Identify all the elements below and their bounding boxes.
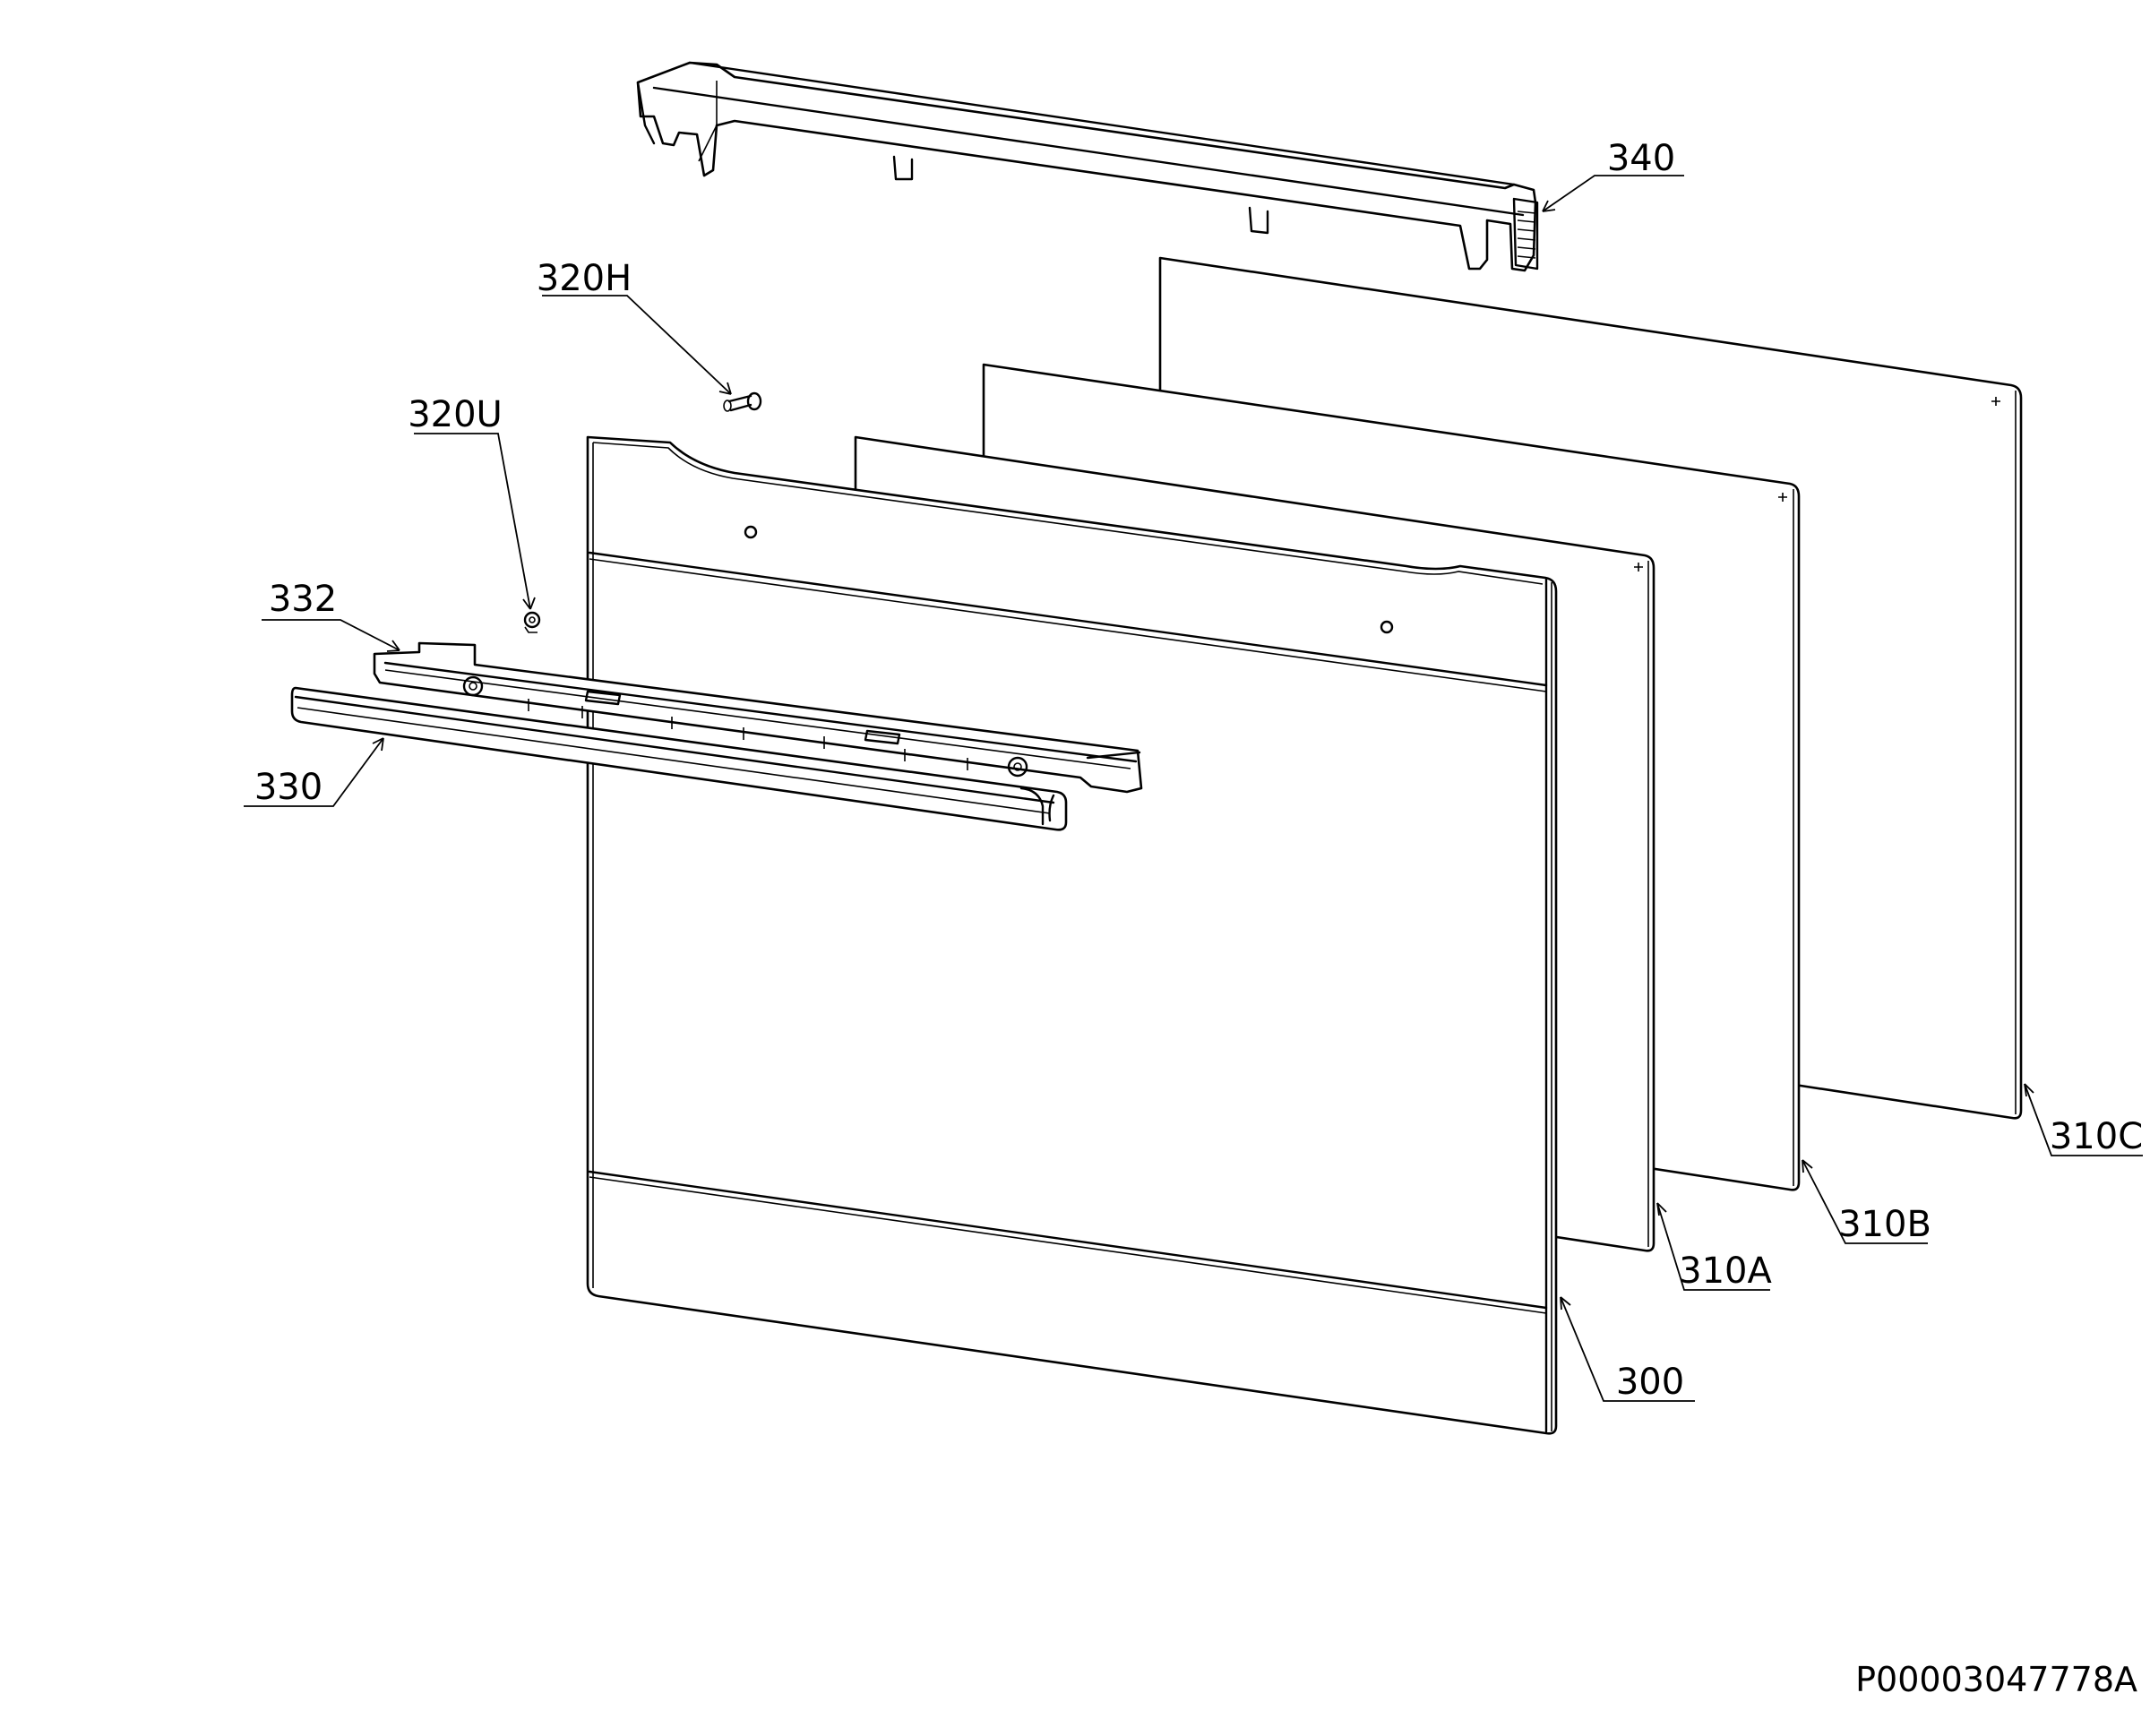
part-label-320H: 320H <box>537 258 632 299</box>
leader-330 <box>244 737 384 807</box>
top-rail-340 <box>636 61 1539 272</box>
leader-310A <box>1656 1202 1770 1291</box>
leader-310B <box>1802 1159 1928 1244</box>
part-labels: 340 320H 320U 332 330 310C 310B 310A 300 <box>254 138 2143 1403</box>
door-handle-330 <box>290 686 1068 831</box>
part-label-340: 340 <box>1607 138 1675 179</box>
part-label-332: 332 <box>269 579 337 620</box>
part-label-310B: 310B <box>1838 1204 1931 1245</box>
part-label-330: 330 <box>254 767 322 808</box>
leader-320U <box>414 433 531 610</box>
part-label-310C: 310C <box>2050 1116 2143 1157</box>
leader-310C <box>2024 1083 2143 1156</box>
hinge-pin-320H <box>723 391 762 412</box>
screw-320U <box>523 611 541 633</box>
door-panel-300 <box>586 435 1558 1435</box>
handle-bracket-332 <box>373 641 1143 794</box>
document-code: P00003047778A <box>1855 1660 2137 1699</box>
leader-320H <box>542 295 732 395</box>
leader-lines <box>244 175 2143 1402</box>
part-label-310A: 310A <box>1679 1250 1772 1292</box>
part-label-300: 300 <box>1616 1362 1684 1403</box>
part-label-320U: 320U <box>408 394 503 435</box>
leader-340 <box>1542 175 1684 212</box>
leader-300 <box>1560 1296 1695 1402</box>
top-rail-end-cap <box>1512 197 1539 271</box>
leader-332 <box>262 619 400 651</box>
